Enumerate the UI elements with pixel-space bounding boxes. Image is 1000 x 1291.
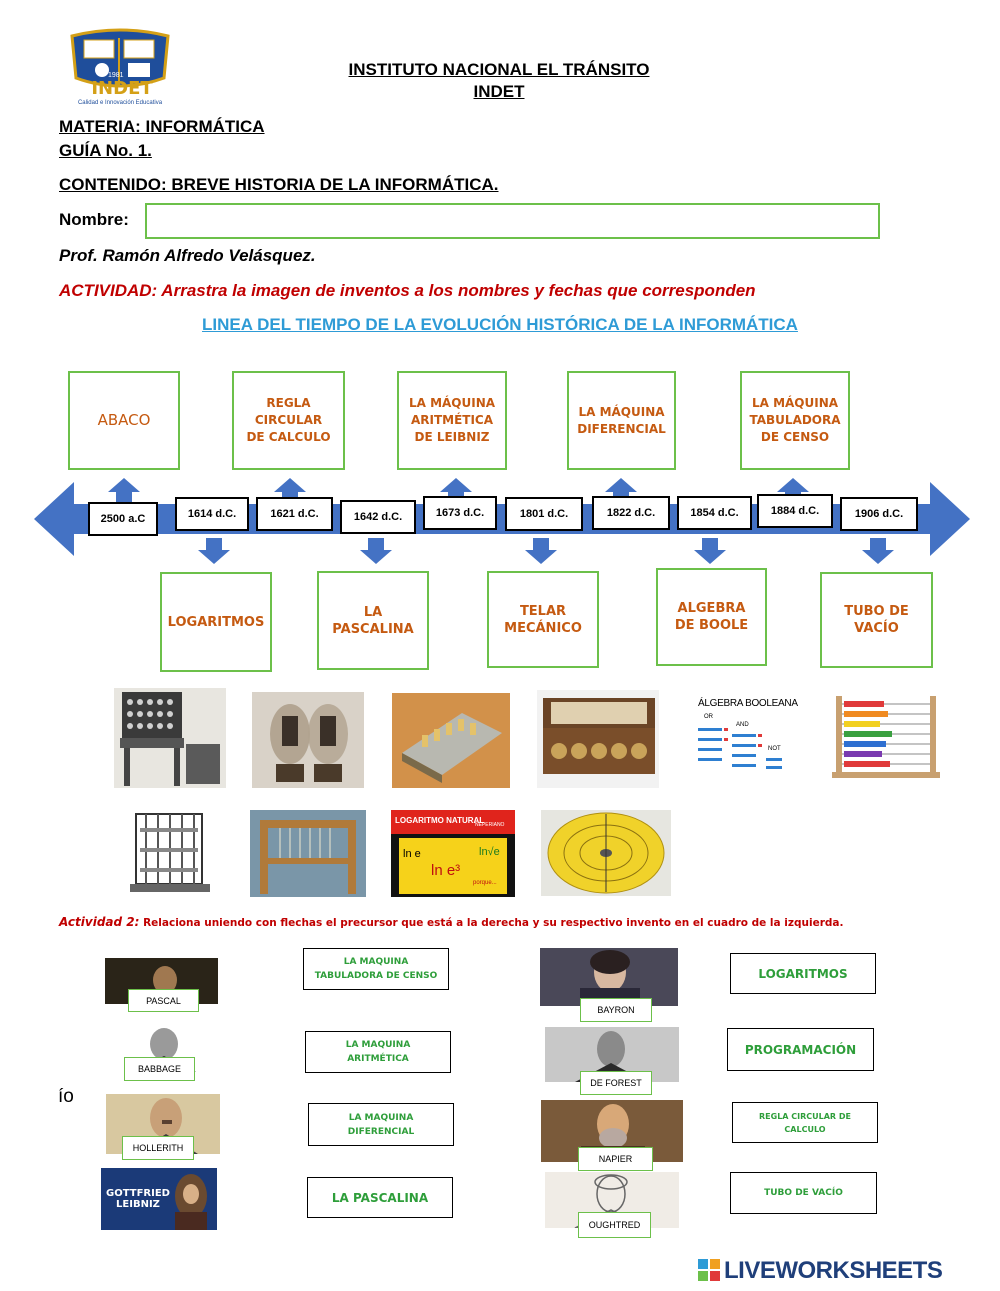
date-box: 1621 d.C. [256, 497, 333, 531]
invention-label: LA MAQUINA DIFERENCIAL [347, 1112, 415, 1137]
drop-zone-label: REGLA CIRCULAR DE CALCULO [246, 396, 331, 444]
boolean-algebra-image[interactable]: ÁLGEBRA BOOLEANA OR AND NOT [690, 692, 812, 788]
drop-zone-label: LOGARITMOS [167, 614, 265, 630]
drop-zone-label: LA MÁQUINA ARITMÉTICA DE LEIBNIZ [408, 396, 496, 444]
name-tag-hollerith: HOLLERITH [122, 1136, 194, 1160]
drop-zone-label: LA MÁQUINA TABULADORA DE CENSO [749, 396, 841, 444]
boole-image-title: ÁLGEBRA BOOLEANA [698, 698, 798, 709]
drop-zone-label: LA MÁQUINA DIFERENCIAL [577, 404, 666, 436]
log-title-banner [391, 810, 515, 834]
logarithm-image[interactable]: LOGARITMO NATURAL NEPERIANO ln e ln√e ln… [391, 810, 515, 897]
materia-label: MATERIA: INFORMÁTICA [59, 117, 265, 136]
boole-or-label: OR [704, 714, 713, 720]
log-ln-e: ln e [403, 848, 421, 860]
drop-zone-leibniz[interactable]: LA MÁQUINA ARITMÉTICA DE LEIBNIZ [397, 371, 507, 470]
drop-zone-label: TUBO DE VACÍO [844, 604, 909, 636]
school-logo: INDET 1981 Calidad e Innovación Educativ… [66, 28, 174, 110]
name-tag-bayron: BAYRON [580, 998, 652, 1022]
date-box: 1642 d.C. [340, 500, 416, 534]
leibniz-machine-image[interactable] [392, 693, 510, 788]
guia-label: GUÍA No. 1. [59, 141, 152, 160]
invention-label: LA MAQUINA ARITMÉTICA [345, 1040, 411, 1064]
nombre-label: Nombre: [59, 210, 129, 229]
invention-box-regla-circular[interactable]: REGLA CIRCULAR DE CALCULO [732, 1102, 878, 1143]
logo-tagline: Calidad e Innovación Educativa [77, 100, 163, 106]
name-tag-oughtred: OUGHTRED [578, 1212, 651, 1238]
date-box: 1822 d.C. [592, 496, 670, 530]
drop-zone-pascalina[interactable]: LA PASCALINA [317, 571, 429, 670]
activity2-title-rest: Relaciona uniendo con flechas el precurs… [139, 917, 844, 929]
circular-slide-rule-image[interactable] [541, 810, 671, 896]
log-porque: porque... [473, 880, 497, 886]
institution-subtitle: INDET [473, 82, 525, 101]
date-box: 1673 d.C. [423, 496, 497, 530]
date-box: 1801 d.C. [505, 497, 583, 531]
activity2-title: Actividad 2: Relaciona uniendo con flech… [59, 915, 843, 929]
log-panel [399, 838, 507, 894]
date-box: 1906 d.C. [840, 497, 918, 531]
drop-zone-label: LA PASCALINA [332, 604, 414, 637]
log-sub: NEPERIANO [475, 822, 505, 828]
activity2-title-italic: Actividad 2: [59, 915, 140, 929]
drop-zone-logaritmos[interactable]: LOGARITMOS [160, 572, 272, 672]
invention-box-programacion[interactable]: PROGRAMACIÓN [727, 1028, 874, 1071]
name-tag-deforest: DE FOREST [580, 1071, 652, 1095]
stray-text: ío [58, 1086, 74, 1107]
contenido-label: CONTENIDO: BREVE HISTORIA DE LA INFORMÁT… [59, 175, 499, 194]
invention-label: TUBO DE VACÍO [764, 1188, 843, 1198]
invention-label: LOGARITMOS [758, 966, 848, 981]
portrait-leibniz: GOTTFRIED LEIBNIZ [101, 1168, 217, 1230]
boole-and-label: AND [736, 722, 749, 728]
tabulator-image[interactable] [114, 688, 226, 788]
log-title: LOGARITMO NATURAL [395, 816, 485, 825]
timeline-arrow [34, 482, 970, 556]
timeline-title: LINEA DEL TIEMPO DE LA EVOLUCIÓN HISTÓRI… [202, 315, 798, 334]
activity-instruction: ACTIVIDAD: Arrastra la imagen de invento… [59, 281, 756, 300]
name-tag-pascal: PASCAL [128, 989, 199, 1012]
drop-zone-abaco[interactable]: ABACO [68, 371, 180, 470]
date-box: 2500 a.C [88, 502, 158, 536]
date-box: 1884 d.C. [757, 494, 833, 528]
name-tag-napier: NAPIER [578, 1147, 653, 1171]
invention-label: LA MAQUINA TABULADORA DE CENSO [314, 957, 438, 981]
invention-box-pascalina[interactable]: LA PASCALINA [307, 1177, 453, 1218]
date-box: 1854 d.C. [677, 496, 752, 530]
leibniz-caption: GOTTFRIED LEIBNIZ [106, 1188, 170, 1210]
invention-label: REGLA CIRCULAR DE CALCULO [759, 1111, 851, 1134]
drop-zone-label: ALGEBRA DE BOOLE [674, 601, 749, 633]
pascaline-image[interactable] [537, 690, 659, 788]
drop-zone-tubo[interactable]: TUBO DE VACÍO [820, 572, 933, 668]
invention-box-aritmetica[interactable]: LA MAQUINA ARITMÉTICA [305, 1031, 451, 1073]
drop-zone-label: ABACO [97, 411, 151, 429]
institution-title: INSTITUTO NACIONAL EL TRÁNSITO [348, 60, 650, 79]
drop-zone-maquina-diferencial[interactable]: LA MÁQUINA DIFERENCIAL [567, 371, 676, 470]
nombre-input[interactable] [145, 203, 880, 239]
name-tag-babbage: BABBAGE [124, 1057, 195, 1081]
date-box: 1614 d.C. [175, 497, 249, 531]
boole-not-label: NOT [768, 746, 781, 752]
drop-zone-regla-circular[interactable]: REGLA CIRCULAR DE CALCULO [232, 371, 345, 470]
invention-box-tabuladora[interactable]: LA MAQUINA TABULADORA DE CENSO [303, 948, 449, 990]
drop-zone-boole[interactable]: ALGEBRA DE BOOLE [656, 568, 767, 666]
log-ln-e3: ln e³ [431, 862, 461, 879]
log-ln-sqrt: ln√e [479, 846, 500, 858]
liveworksheets-logo: LIVEWORKSHEETS [698, 1257, 994, 1285]
invention-label: LA PASCALINA [331, 1190, 429, 1205]
professor-label: Prof. Ramón Alfredo Velásquez. [59, 246, 316, 265]
brand-text: LIVEWORKSHEETS [724, 1257, 943, 1284]
invention-box-diferencial[interactable]: LA MAQUINA DIFERENCIAL [308, 1103, 454, 1146]
invention-box-tubo-vacio[interactable]: TUBO DE VACÍO [730, 1172, 877, 1214]
logo-text: INDET [91, 78, 153, 99]
vacuum-tube-image[interactable] [252, 692, 364, 788]
invention-box-logaritmos[interactable]: LOGARITMOS [730, 953, 876, 994]
drop-zone-tabuladora[interactable]: LA MÁQUINA TABULADORA DE CENSO [740, 371, 850, 470]
difference-engine-image[interactable] [114, 808, 224, 896]
brand-icon [698, 1259, 720, 1281]
invention-label: PROGRAMACIÓN [744, 1042, 857, 1057]
logo-year: 1981 [108, 72, 124, 79]
loom-image[interactable] [250, 810, 366, 897]
drop-zone-telar[interactable]: TELAR MECÁNICO [487, 571, 599, 668]
drop-zone-label: TELAR MECÁNICO [504, 603, 582, 636]
abacus-image[interactable] [832, 690, 940, 788]
